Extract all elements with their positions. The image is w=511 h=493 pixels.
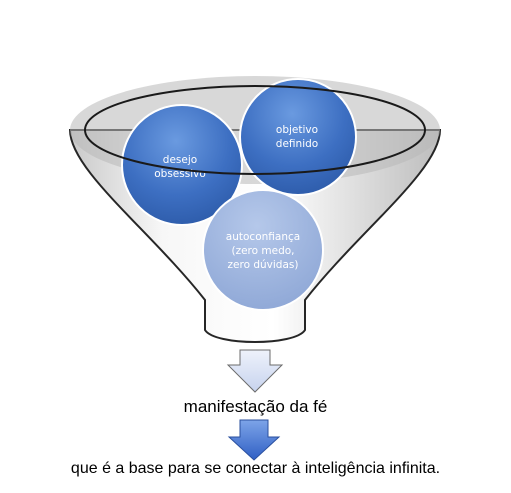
down-arrow-icon [226, 349, 284, 393]
circle-desejo-obsessivo: desejo obsessivo [121, 104, 243, 226]
circle-label-line: objetivo [276, 124, 318, 136]
circle-label-line: desejo [163, 154, 197, 166]
circle-label-line: autoconfiança [226, 231, 300, 243]
circle-label-line: zero dúvidas) [228, 259, 299, 271]
circle-label-line: definido [276, 138, 318, 150]
conclusion-text: que é a base para se conectar à inteligê… [70, 460, 441, 477]
down-arrow-icon [227, 419, 281, 461]
funnel-rim-outline [84, 85, 426, 175]
circle-label-line: (zero medo, [231, 245, 294, 257]
circle-autoconfianca: autoconfiança (zero medo, zero dúvidas) [202, 189, 324, 311]
result-text: manifestação da fé [183, 397, 328, 416]
circle-objetivo-definido: objetivo definido [239, 78, 357, 196]
